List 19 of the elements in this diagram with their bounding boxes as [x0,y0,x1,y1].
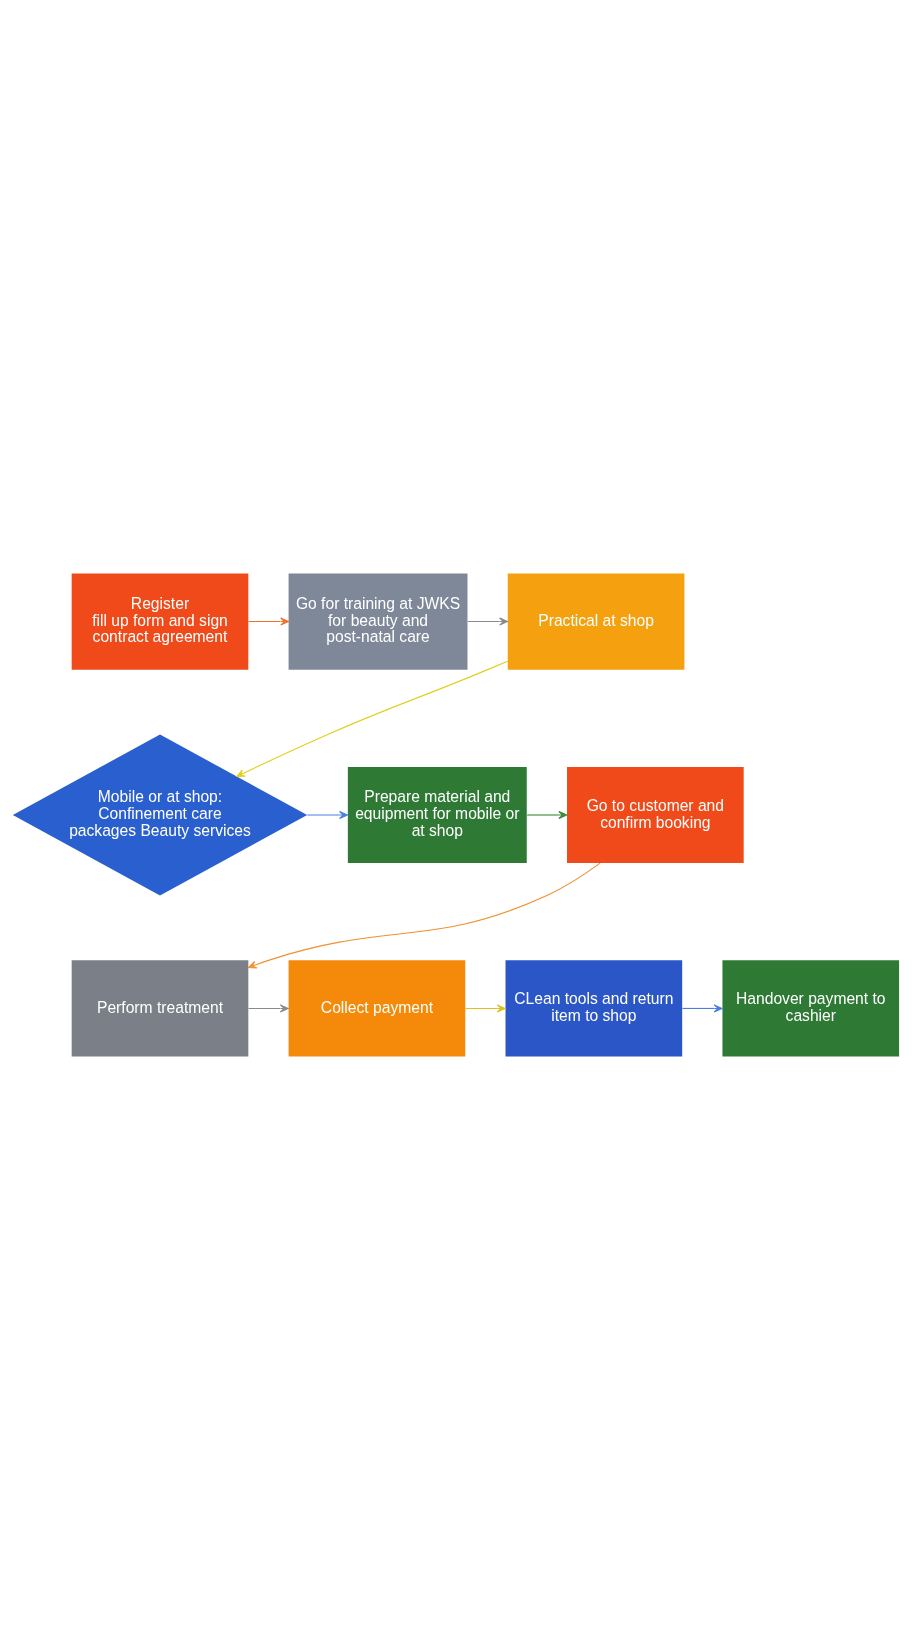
node-box: Practical at shop [507,573,685,670]
arrow [467,617,508,626]
arrow [248,617,290,626]
node-box: Go to customer and confirm booking [567,766,744,864]
arrow [236,660,509,777]
node-box: Collect payment [288,960,466,1057]
arrow [248,862,601,969]
node-box: CLean tools and return item to shop [505,960,683,1057]
node-box: Go for training at JWKS for beauty and post-natal care [288,573,468,670]
arrow [306,810,348,820]
arrow [681,1004,723,1013]
node-box: Prepare material and equipment for mobile or at shop [347,766,527,864]
node-box: Perform treatment [71,960,249,1057]
node-box: Handover payment to cashier [722,960,900,1057]
arrow [526,810,568,820]
arrow [464,1004,506,1013]
node-diamond: Mobile or at shop: Confinement care packages Beauty services [12,734,308,896]
node-box: Register fill up form and sign contract agreement [71,573,249,670]
arrow [248,1004,289,1013]
